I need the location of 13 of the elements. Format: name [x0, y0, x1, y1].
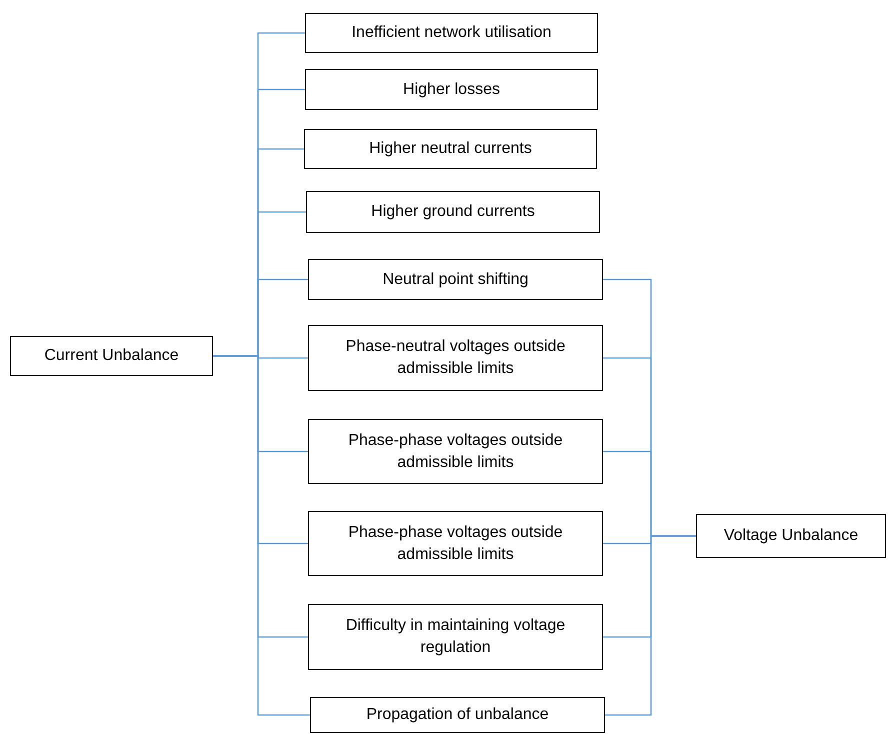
text-box: Inefficient network utilisation [305, 13, 598, 53]
text-box: Higher ground currents [306, 191, 600, 233]
text-box: Neutral point shifting [308, 259, 603, 300]
text-box: Difficulty in maintaining voltage regulation [308, 604, 603, 670]
text-box: Higher losses [305, 69, 598, 110]
text-box: Higher neutral currents [304, 129, 597, 169]
text-box: Phase-phase voltages outside admissible limits [308, 511, 603, 576]
text-box: Phase-neutral voltages outside admissible limits [308, 325, 603, 391]
text-box: Current Unbalance [10, 336, 213, 376]
text-box: Phase-phase voltages outside admissible limits [308, 419, 603, 484]
connector-line [605, 535, 696, 716]
text-box: Voltage Unbalance [696, 514, 886, 558]
text-box: Propagation of unbalance [310, 697, 605, 733]
